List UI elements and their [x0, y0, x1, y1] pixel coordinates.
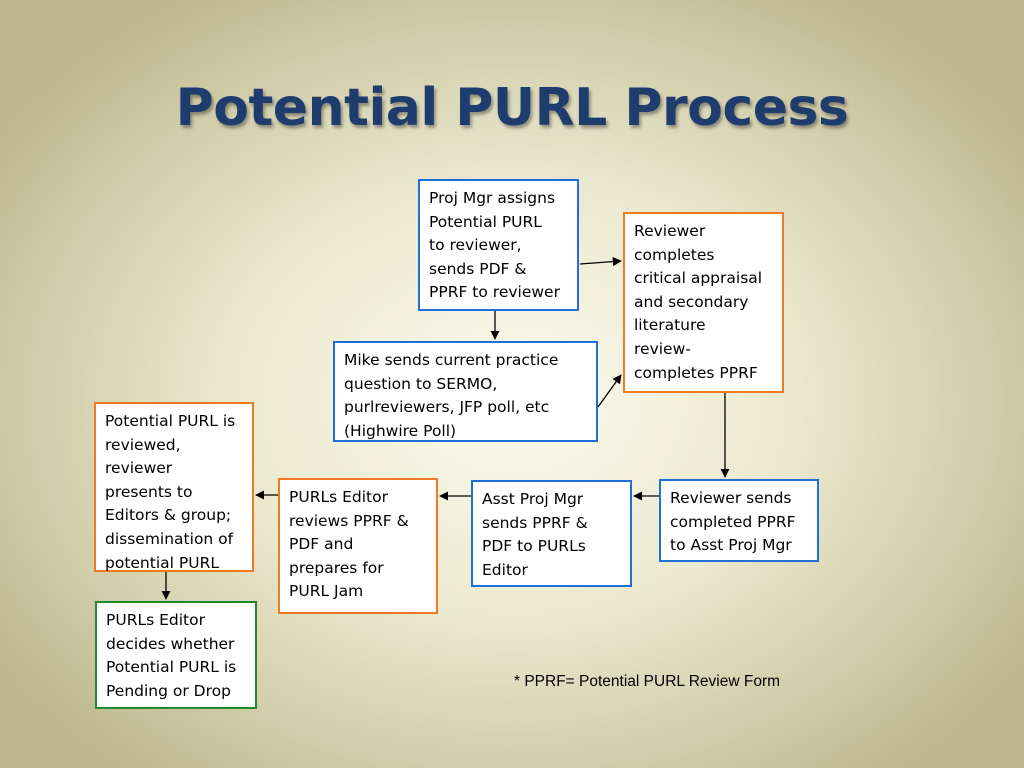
purls-editor-decides-box: PURLs Editor decides whether Potential P… — [95, 601, 257, 709]
reviewer-completes-box: Reviewer completes critical appraisal an… — [623, 212, 784, 393]
purls-editor-reviews-box: PURLs Editor reviews PPRF & PDF and prep… — [278, 478, 438, 614]
asst-proj-mgr-sends-box: Asst Proj Mgr sends PPRF & PDF to PURLs … — [471, 480, 632, 587]
arrow-assign-to-reviewer — [579, 257, 622, 267]
arrow-mike-to-reviewer — [597, 374, 622, 408]
mike-sends-box: Mike sends current practice question to … — [333, 341, 598, 442]
proj-mgr-assigns-box: Proj Mgr assigns Potential PURL to revie… — [418, 179, 579, 311]
reviewer-sends-box: Reviewer sends completed PPRF to Asst Pr… — [659, 479, 819, 562]
pprf-footnote: * PPRF= Potential PURL Review Form — [514, 673, 781, 690]
slide-title: Potential PURL Process — [175, 78, 849, 138]
potential-purl-reviewed-box: Potential PURL is reviewed, reviewer pre… — [94, 402, 254, 572]
